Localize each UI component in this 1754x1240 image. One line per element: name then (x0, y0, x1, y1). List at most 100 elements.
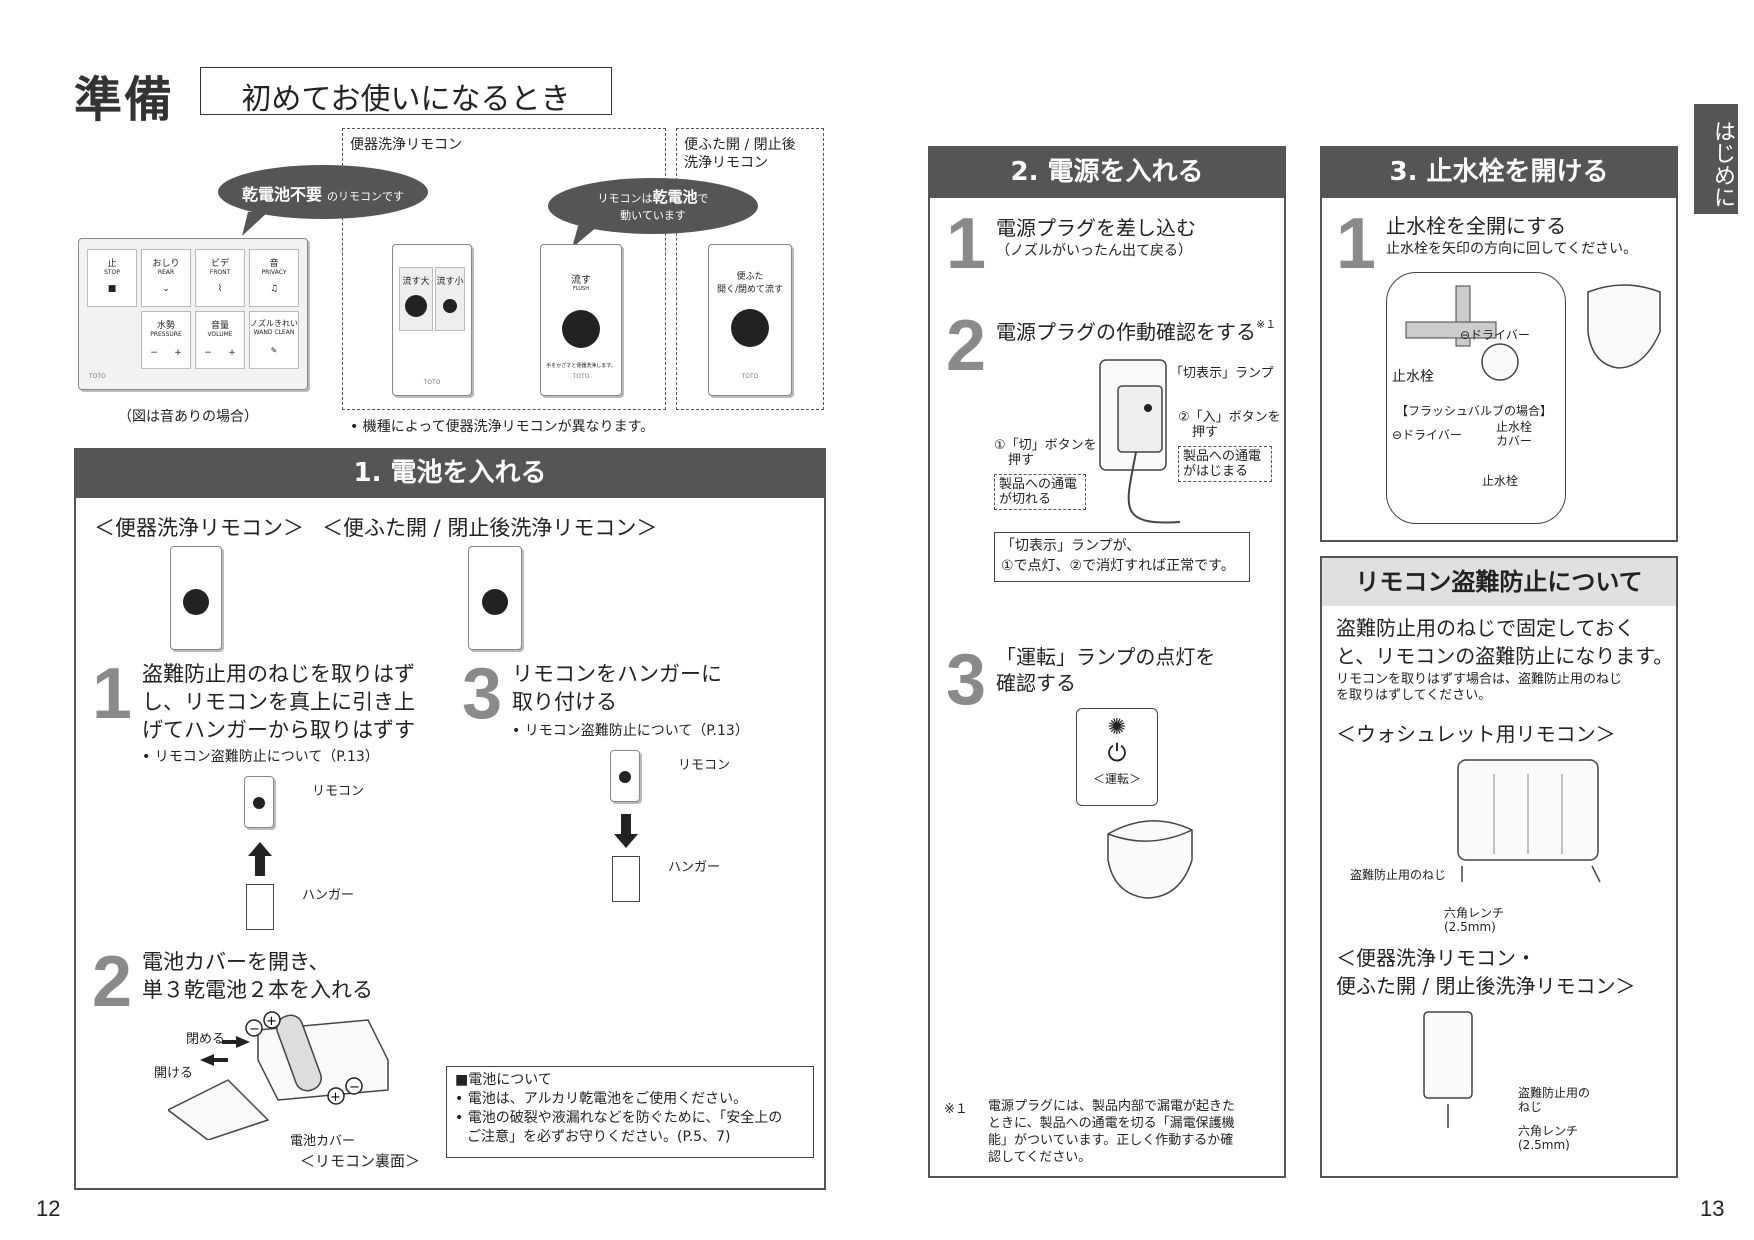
flush-remote-mount-figure (1423, 1011, 1473, 1128)
flush-remote-label: 便器洗浄リモコン (350, 137, 462, 153)
page-number-right: 13 (1700, 1196, 1725, 1221)
s2-step1-title: 電源プラグを差し込む (996, 216, 1196, 240)
flush-sensor-button[interactable] (562, 310, 600, 348)
step3-label-hanger: ハンガー (668, 860, 721, 875)
step1-label-remote: リモコン (312, 784, 365, 799)
step3-hanger-figure (612, 856, 640, 902)
toto-logo-2: TOTO (423, 379, 441, 386)
battery-note-1: • 電池は、アルカリ乾電池をご使用ください。 (455, 1091, 748, 1107)
small-lid-remote (468, 546, 522, 650)
side-tab-introduction[interactable]: はじめに (1694, 104, 1738, 214)
page-title: 初めてお使いになるとき (200, 67, 612, 117)
flush-sensor-label: 流す (571, 275, 591, 286)
s3-step1-number: 1 (1336, 204, 1377, 284)
svg-text:−: − (249, 1022, 260, 1037)
step3-remote-figure (610, 750, 640, 802)
lamp-label: 「切表示」ランプ (1170, 366, 1274, 381)
washlet-remote-heading: ＜ウォシュレット用リモコン＞ (1336, 722, 1616, 746)
flush-sensor-text: 手をかざすと便器洗浄します。 (546, 363, 616, 369)
battery-note-2: • 電池の破裂や液漏れなどを防ぐために、「安全上の (455, 1110, 783, 1126)
step2-text: 電池カバーを開き、 単３乾電池２本を入れる (142, 950, 373, 1002)
s3-step1-title: 止水栓を全開にする (1386, 214, 1567, 238)
driver-label-1: ⊖ドライバー (1460, 328, 1530, 342)
footnote-text: 電源プラグには、製品内部で漏電が起きた ときに、製品への通電を切る「漏電保護機 … (988, 1099, 1236, 1165)
section1-sub-right: ＜便ふた開 / 閉止後洗浄リモコン＞ (322, 516, 658, 540)
battery-note-box: ■電池について • 電池は、アルカリ乾電池をご使用ください。 • 電池の破裂や液… (446, 1066, 814, 1158)
down-arrow-icon (614, 814, 638, 848)
valve-figure-frame (1386, 272, 1566, 524)
bubble2-line2: 動いています (620, 209, 686, 222)
washlet-remote-mount-figure (1457, 759, 1601, 883)
on-button-label: ②「入」ボタンを押す (1178, 410, 1281, 440)
step1-label-hanger: ハンガー (302, 888, 355, 903)
bubble2-pre: リモコンは (597, 192, 653, 205)
flush-remote-heading: ＜便器洗浄リモコン・ 便ふた開 / 閉止後洗浄リモコン＞ (1336, 946, 1636, 998)
flush-valve-case: 【フラッシュバルブの場合】 (1396, 404, 1553, 418)
section3-title: 3. 止水栓を開ける (1320, 146, 1678, 198)
run-lamp-panel: ✺ ⏻ ＜運転＞ (1076, 708, 1158, 806)
theft-title: リモコン盗難防止について (1322, 558, 1676, 606)
flush-sensor-remote: 流す FLUSH 手をかざすと便器洗浄します。 TOTO (540, 244, 622, 396)
s2-step3-text: 「運転」ランプの点灯を 確認する (996, 645, 1216, 695)
step3-ref: • リモコン盗難防止について（P.13） (512, 723, 749, 739)
step1-text: 盗難防止用のねじを取りはず し、リモコンを真上に引き上 げてハンガーから取りはず… (142, 662, 415, 742)
s2-step1-sub: （ノズルがいったん出て戻る） (996, 243, 1192, 259)
driver-label-2: ⊖ドライバー (1392, 428, 1462, 442)
theft-sub: リモコンを取りはずす場合は、盗難防止用のねじ を取りはずしてください。 (1336, 672, 1623, 703)
lid-remote-label-2: 洗浄リモコン (684, 155, 768, 171)
lid-sensor-button[interactable] (731, 309, 769, 347)
step1-remote-figure (244, 776, 274, 828)
step1-ref: • リモコン盗難防止について（P.13） (142, 749, 379, 765)
page-number-left: 12 (36, 1196, 61, 1221)
bubble2-tail (572, 226, 598, 248)
svg-text:+: + (330, 1090, 341, 1105)
label-open: 開ける (154, 1066, 194, 1081)
section2-title: 2. 電源を入れる (928, 146, 1286, 198)
bubble2-post: で (697, 192, 709, 205)
bubble1-tail (242, 212, 268, 236)
lid-remote-group (676, 128, 824, 410)
flush-small-button[interactable]: 流す小 (435, 267, 465, 331)
label-remote-back: ＜リモコン裏面＞ (300, 1152, 421, 1170)
battery-note-3: ご注意」を必ずお守りください。(P.5、7) (467, 1129, 731, 1145)
off-button-label: ①「切」ボタンを押す (994, 438, 1097, 468)
wrench-label-2: 六角レンチ(2.5mm) (1518, 1124, 1579, 1152)
up-arrow-icon (248, 842, 272, 876)
small-flush-remote (170, 546, 222, 650)
screw-label-2: 盗難防止用のねじ (1518, 1086, 1591, 1114)
power-icon: ⏻ (1107, 739, 1127, 767)
flush-sensor-sub: FLUSH (572, 286, 589, 292)
s2-step2-title: 電源プラグの作動確認をする※１ (996, 318, 1277, 344)
s2-step2-number: 2 (946, 306, 987, 386)
screw-label-1: 盗難防止用のねじ (1350, 868, 1447, 882)
valve-label-1: 止水栓 (1392, 369, 1434, 385)
footnote-mark: ※１ (944, 1102, 968, 1117)
speech-bubble-battery: リモコンは乾電池で 動いています (548, 178, 758, 234)
lid-remote: 便ふた 開く/閉めて流す TOTO (708, 244, 792, 396)
s3-step1-sub: 止水栓を矢印の方向に回してください。 (1386, 241, 1638, 257)
run-label: ＜運転＞ (1092, 772, 1141, 786)
battery-compartment-figure: − + + − (168, 1011, 389, 1140)
open-close-arrows-icon (200, 1036, 250, 1066)
step3-number: 3 (462, 654, 503, 734)
wrench-label-1: 六角レンチ(2.5mm) (1444, 906, 1505, 934)
bubble1-rest: のリモコンです (327, 190, 405, 203)
figure-caption: （図は音ありの場合） (118, 409, 258, 425)
svg-text:+: + (266, 1014, 277, 1029)
valve-cover-label: 止水栓カバー (1496, 420, 1533, 448)
flush-large-button[interactable]: 流す大 (399, 267, 433, 331)
lid-remote-label1: 便ふた (736, 272, 764, 282)
on-result-box: 製品への通電がはじまる (1178, 446, 1272, 482)
s2-step1-number: 1 (946, 204, 987, 284)
section1-title: 1. 電池を入れる (74, 448, 826, 498)
theft-box (1320, 556, 1678, 1178)
power-plug-figure (1099, 359, 1181, 524)
toto-logo: TOTO (89, 373, 106, 380)
